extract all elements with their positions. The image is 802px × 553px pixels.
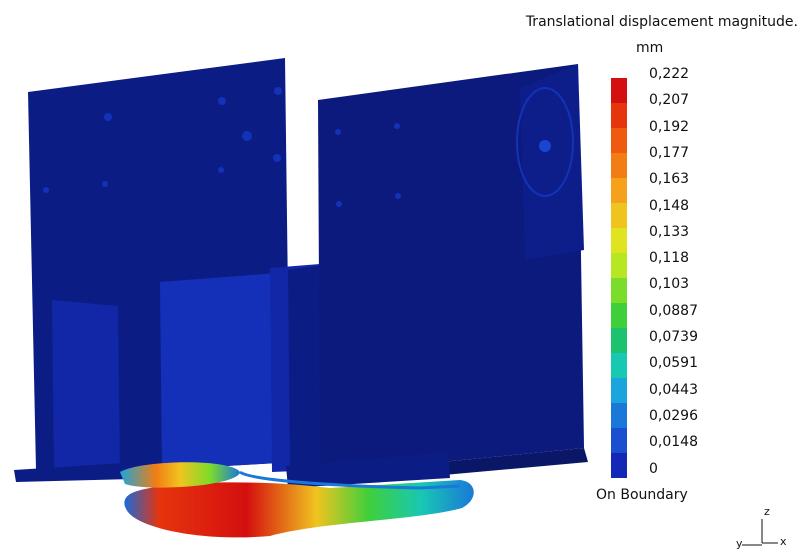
color-scale-value: 0,148 — [649, 197, 690, 214]
color-scale-value: 0,0443 — [649, 381, 698, 398]
color-scale-value: 0,0296 — [649, 407, 698, 424]
axis-x-label: x — [780, 535, 787, 548]
color-scale-swatch — [611, 328, 627, 353]
axis-triad-icon — [742, 519, 778, 546]
color-scale-value: 0,118 — [649, 250, 690, 267]
color-scale-swatch — [611, 403, 627, 428]
central-block — [160, 264, 322, 472]
displacement-contour-part — [120, 462, 474, 538]
color-scale-value: 0,133 — [649, 223, 690, 240]
color-scale-value: 0,0591 — [649, 355, 698, 372]
color-scale-swatch — [611, 453, 627, 478]
color-scale-swatch — [611, 153, 627, 178]
color-scale-value: 0,222 — [649, 66, 690, 82]
color-scale-value: 0,192 — [649, 118, 690, 135]
color-scale-swatch — [611, 128, 627, 153]
color-scale-swatch — [611, 378, 627, 403]
legend-unit: mm — [636, 40, 664, 56]
on-boundary-label: On Boundary — [596, 487, 688, 503]
color-scale-value: 0,163 — [649, 171, 690, 188]
color-scale-value: 0,177 — [649, 144, 690, 161]
color-scale-value: 0,0148 — [649, 434, 698, 451]
axis-y-label: y — [736, 537, 743, 550]
color-scale-value: 0,103 — [649, 276, 690, 293]
color-scale-swatch — [611, 228, 627, 253]
color-scale-value: 0,0887 — [649, 302, 698, 319]
color-scale-swatch — [611, 278, 627, 303]
base-plate — [286, 452, 450, 488]
color-scale-value: 0 — [649, 460, 658, 477]
right-plate — [318, 64, 588, 486]
axis-z-label: z — [764, 505, 770, 518]
color-scale-bar — [611, 78, 627, 478]
color-scale-swatch — [611, 353, 627, 378]
color-scale-swatch — [611, 203, 627, 228]
color-scale-value: 0,0739 — [649, 329, 698, 345]
legend-title: Translational displacement magnitude. — [525, 14, 798, 30]
color-scale-swatch — [611, 428, 627, 453]
color-scale-swatch — [611, 303, 627, 328]
color-scale-swatch — [611, 78, 627, 103]
axis-triad: z y x — [732, 505, 792, 550]
color-scale-swatch — [611, 178, 627, 203]
color-scale-swatch — [611, 103, 627, 128]
color-scale-swatch — [611, 253, 627, 278]
color-scale-value: 0,207 — [649, 92, 690, 109]
